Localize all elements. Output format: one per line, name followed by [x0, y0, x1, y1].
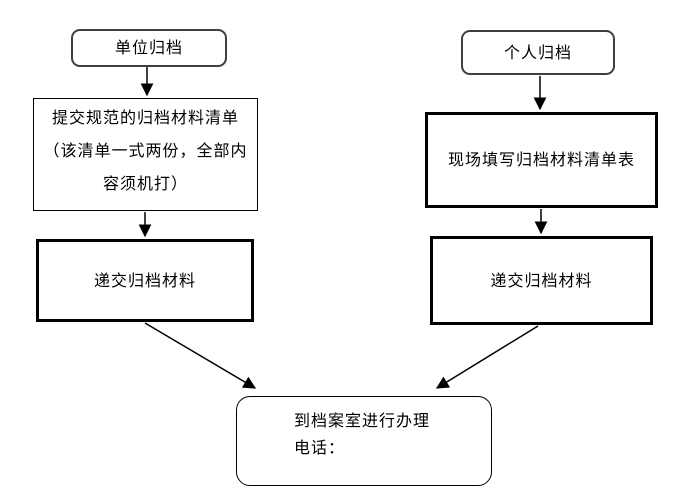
node-archive-office-end: 到档案室进行办理 电话： — [236, 396, 492, 486]
arrow-submit-left-to-office — [144, 322, 257, 389]
arrow-submit-right-to-office — [435, 325, 539, 389]
node-submit-materials-right: 递交归档材料 — [430, 236, 653, 325]
node-submit-materials-left-label: 递交归档材料 — [93, 270, 196, 290]
node-unit-archive-start: 单位归档 — [71, 29, 227, 67]
node-archive-office-label: 到档案室进行办理 电话： — [294, 411, 431, 457]
node-fill-form-onsite-label: 现场填写归档材料清单表 — [447, 150, 635, 169]
node-submit-materials-left: 递交归档材料 — [36, 239, 254, 322]
node-personal-archive-label: 个人归档 — [503, 42, 572, 62]
node-submit-list-label: 提交规范的归档材料清单 （该清单一式两份，全部内 容须机打） — [43, 108, 248, 193]
node-unit-archive-label: 单位归档 — [114, 38, 183, 57]
node-submit-materials-right-label: 递交归档材料 — [490, 270, 593, 290]
node-personal-archive-start: 个人归档 — [461, 30, 615, 75]
node-submit-list-requirements: 提交规范的归档材料清单 （该清单一式两份，全部内 容须机打） — [33, 98, 258, 211]
node-fill-form-onsite: 现场填写归档材料清单表 — [425, 112, 658, 208]
